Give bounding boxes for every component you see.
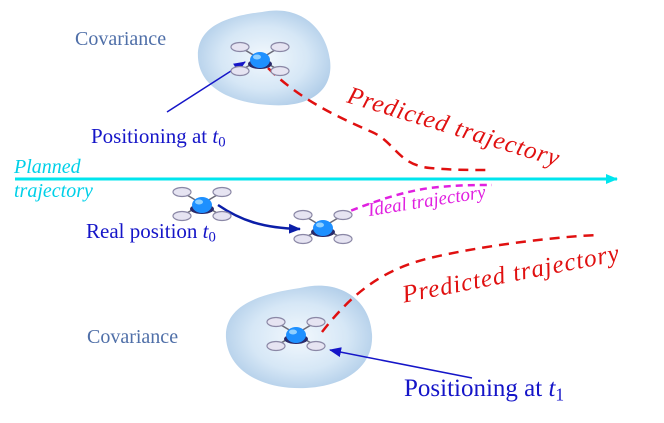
- positioning-t0-label: Positioning at t0: [91, 124, 226, 152]
- positioning-t1-pointer: [329, 347, 473, 379]
- real-position-var: t: [202, 219, 209, 243]
- positioning-t0-text: Positioning at: [91, 124, 208, 148]
- positioning-t1-text: Positioning at: [404, 375, 543, 402]
- positioning-t1-sub: 1: [555, 384, 565, 405]
- planned-trajectory-line2: trajectory: [14, 180, 93, 202]
- covariance-label-top: Covariance: [75, 28, 167, 50]
- drone-icon: [172, 186, 232, 222]
- positioning-t1-label: Positioning at t1: [404, 375, 564, 405]
- positioning-t0-sub: 0: [218, 134, 226, 151]
- ideal-trajectory-path: [339, 183, 493, 217]
- planned-trajectory-label: Planned trajectory: [14, 155, 93, 203]
- planned-trajectory-line1: Planned: [14, 156, 81, 178]
- real-position-text: Real position: [86, 219, 198, 243]
- real-position-arrow: [217, 203, 301, 234]
- covariance-label-bottom: Covariance: [87, 326, 179, 348]
- drone-icon: [293, 209, 353, 245]
- positioning-t1-var: t: [548, 375, 556, 402]
- real-position-label: Real position t0: [86, 219, 216, 247]
- predicted-trajectory-top: [267, 67, 491, 172]
- positioning-t0-var: t: [212, 124, 219, 148]
- predicted-trajectory-bottom: [321, 233, 601, 333]
- real-position-sub: 0: [208, 229, 216, 246]
